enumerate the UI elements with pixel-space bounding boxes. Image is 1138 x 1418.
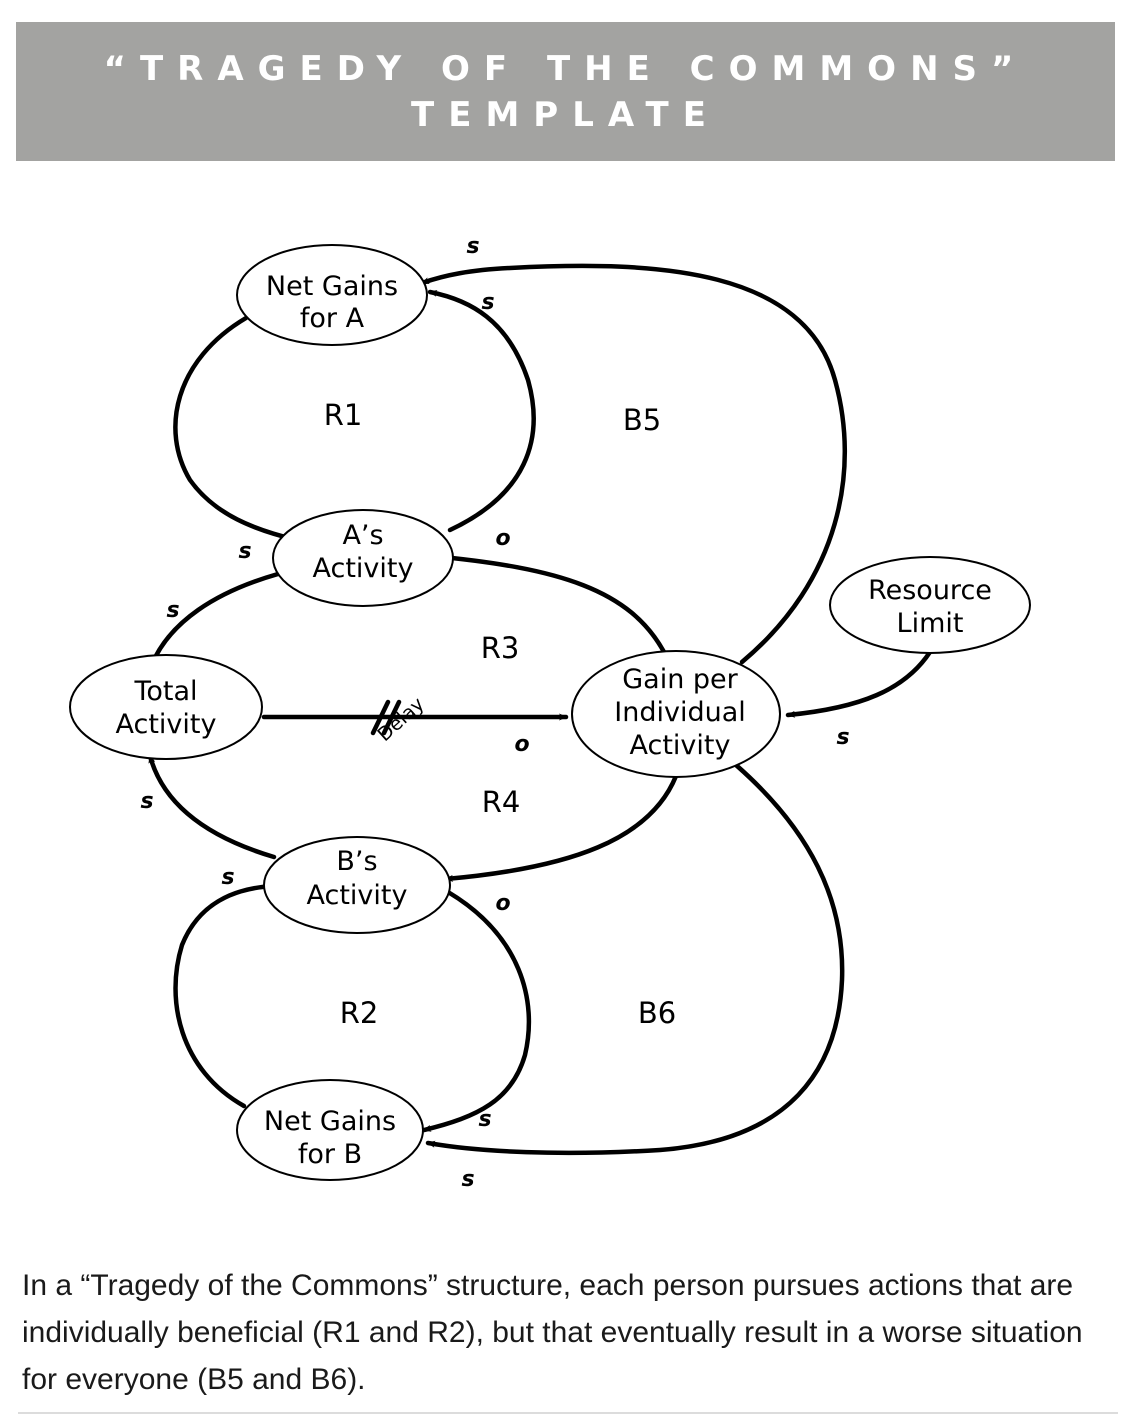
polarity-s-r2-left: s — [221, 865, 234, 890]
link-gain-to-net-gains-a — [419, 263, 848, 665]
polarity-o-delay: o — [514, 732, 529, 757]
polarity-o-r3: o — [495, 526, 510, 551]
node-net-gains-a-label-1: Net Gains — [266, 271, 398, 302]
figure-caption: In a “Tragedy of the Commons” structure,… — [22, 1269, 1083, 1396]
node-total-activity-label-1: Total — [133, 676, 197, 707]
node-a-activity: A’s Activity — [272, 509, 454, 607]
node-net-gains-a: Net Gains for A — [236, 244, 428, 346]
node-b-activity-label-1: B’s — [336, 846, 377, 877]
node-gain-label-1: Gain per — [622, 664, 738, 695]
node-net-gains-b-label-2: for B — [298, 1139, 362, 1170]
node-gain-label-2: Individual — [614, 697, 746, 728]
link-net-gains-b-to-b-activity — [173, 882, 277, 1109]
polarity-s-resource: s — [836, 725, 849, 750]
link-gain-to-a-activity — [429, 553, 667, 655]
link-b-activity-to-total — [147, 753, 277, 860]
link-gain-to-net-gains-b — [425, 762, 845, 1156]
link-b-activity-to-net-gains-b — [421, 889, 532, 1133]
link-a-activity-to-total — [149, 571, 281, 667]
polarity-s-r2-right: s — [478, 1107, 491, 1132]
node-net-gains-a-label-2: for A — [300, 303, 365, 334]
loop-label-r4: R4 — [482, 785, 521, 819]
loop-label-r2: R2 — [340, 996, 379, 1030]
link-a-activity-to-net-gains-a — [427, 289, 536, 533]
loop-label-b6: B6 — [638, 996, 676, 1030]
node-gain-per-individual: Gain per Individual Activity — [571, 650, 781, 778]
polarity-s-r1-top: s — [481, 290, 494, 315]
polarity-s-b5-top: s — [466, 234, 479, 259]
loop-label-r3: R3 — [481, 631, 520, 665]
delay-mark-2 — [381, 699, 402, 736]
banner-title-line-1: “TRAGEDY OF THE COMMONS” — [103, 48, 1028, 89]
polarity-s-b-to-total: s — [140, 789, 153, 814]
bottom-divider — [18, 1412, 1118, 1414]
loop-label-r1: R1 — [324, 398, 363, 432]
node-total-activity-label-2: Activity — [116, 709, 217, 740]
node-resource-limit-label-2: Limit — [897, 608, 964, 639]
node-b-activity-label-2: Activity — [307, 880, 408, 911]
polarity-o-r4: o — [495, 891, 510, 916]
link-net-gains-a-to-a-activity — [173, 315, 300, 543]
node-total-activity: Total Activity — [69, 654, 263, 760]
title-banner: “TRAGEDY OF THE COMMONS” TEMPLATE — [16, 22, 1115, 161]
node-resource-limit: Resource Limit — [829, 556, 1031, 654]
node-gain-label-3: Activity — [630, 730, 731, 761]
node-net-gains-b: Net Gains for B — [236, 1079, 424, 1181]
polarity-s-a-to-total: s — [166, 598, 179, 623]
node-resource-limit-label-1: Resource — [868, 575, 992, 606]
node-net-gains-b-label-1: Net Gains — [264, 1106, 396, 1137]
loop-label-b5: B5 — [623, 403, 661, 437]
delay-mark-1 — [370, 699, 391, 736]
link-gain-to-b-activity — [443, 773, 679, 882]
polarity-s-r1-left: s — [238, 539, 251, 564]
node-b-activity: B’s Activity — [263, 836, 451, 934]
polarity-s-b6-bottom: s — [461, 1167, 474, 1192]
link-resource-to-gain — [785, 649, 933, 718]
banner-title-line-2: TEMPLATE — [411, 94, 720, 135]
node-a-activity-label-1: A’s — [342, 520, 383, 551]
node-a-activity-label-2: Activity — [313, 553, 414, 584]
